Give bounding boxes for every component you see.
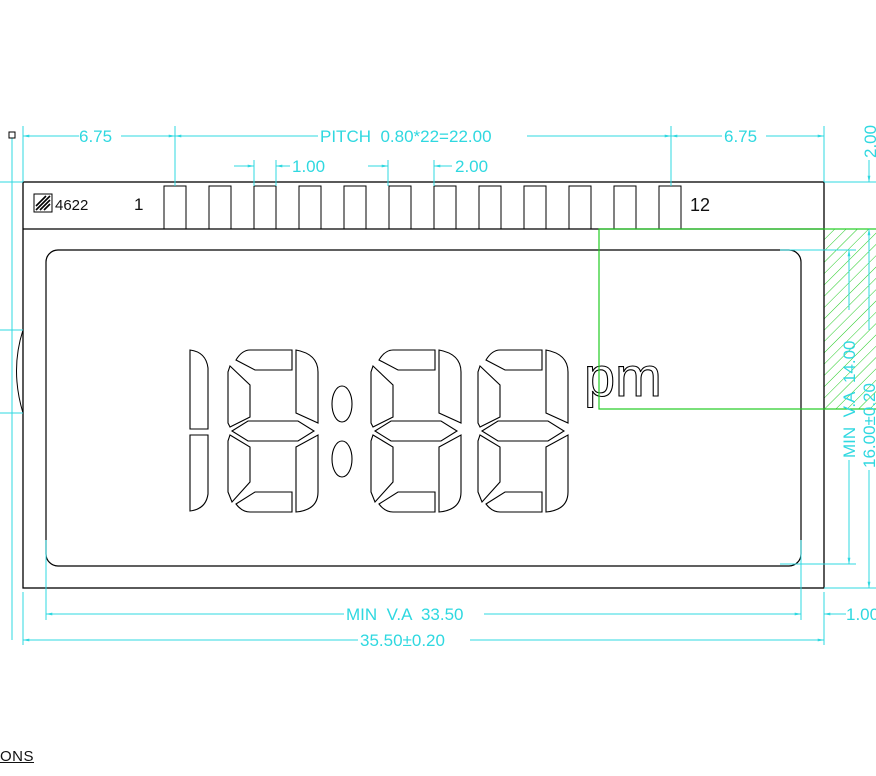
digit-8-minute-2 xyxy=(477,349,569,513)
hatched-region xyxy=(823,228,876,410)
segment xyxy=(370,434,394,504)
digit-8-minute-1 xyxy=(370,349,462,513)
pin-row xyxy=(163,185,682,230)
footer-title-fragment: ONS xyxy=(0,748,35,765)
dim-top-offset: 2.00 xyxy=(861,125,876,158)
pin xyxy=(388,185,412,230)
segment xyxy=(485,491,543,513)
pin xyxy=(163,185,187,230)
pin xyxy=(343,185,367,230)
part-number-label: 4622 xyxy=(55,197,88,214)
segment xyxy=(370,365,394,428)
segment xyxy=(235,349,293,371)
dimension-lines xyxy=(0,126,876,645)
segment xyxy=(545,434,569,513)
segment xyxy=(230,420,316,442)
segment xyxy=(438,434,462,513)
pin xyxy=(523,185,547,230)
segment xyxy=(235,491,293,513)
segment xyxy=(227,434,251,504)
segment xyxy=(477,434,501,504)
segment xyxy=(373,420,459,442)
segment xyxy=(227,365,251,428)
grip-handle[interactable] xyxy=(8,131,16,139)
dim-min-va-width: MIN V.A 33.50 xyxy=(346,605,464,624)
segment xyxy=(485,349,543,371)
pin xyxy=(433,185,457,230)
pin xyxy=(298,185,322,230)
segment xyxy=(438,349,462,424)
segment xyxy=(295,434,319,513)
dim-pin-width: 1.00 xyxy=(292,157,325,176)
segment xyxy=(480,420,566,442)
pin xyxy=(658,185,682,230)
part-logo-icon xyxy=(33,193,53,213)
left-edge-bump xyxy=(16,329,24,414)
segment xyxy=(378,349,436,371)
dim-right-margin: 6.75 xyxy=(724,127,757,146)
pm-indicator: pm xyxy=(584,345,662,408)
selection-box[interactable] xyxy=(598,228,876,410)
dim-pin-gap: 2.00 xyxy=(455,157,488,176)
segment xyxy=(378,491,436,513)
segment xyxy=(295,349,319,424)
dim-min-va-height: MIN V.A 14.00 xyxy=(840,341,859,459)
segment xyxy=(477,365,501,428)
pin-last-label: 12 xyxy=(690,195,710,215)
viewing-area xyxy=(45,249,802,567)
colon xyxy=(331,385,353,478)
dim-total-height: 16.00±0.20 xyxy=(860,383,876,468)
dim-left-margin: 6.75 xyxy=(79,127,112,146)
segment xyxy=(545,349,569,424)
glass-outline xyxy=(22,181,825,589)
pin xyxy=(613,185,637,230)
pin xyxy=(253,185,277,230)
dim-right-offset: 1.00 xyxy=(846,605,876,624)
pin-first-label: 1 xyxy=(134,195,143,214)
pin xyxy=(568,185,592,230)
digit-8-hour xyxy=(227,349,319,513)
pin xyxy=(208,185,232,230)
digit-1 xyxy=(189,349,209,512)
dim-total-width: 35.50±0.20 xyxy=(360,631,445,650)
pin xyxy=(478,185,502,230)
dim-pitch: PITCH 0.80*22=22.00 xyxy=(320,127,492,146)
